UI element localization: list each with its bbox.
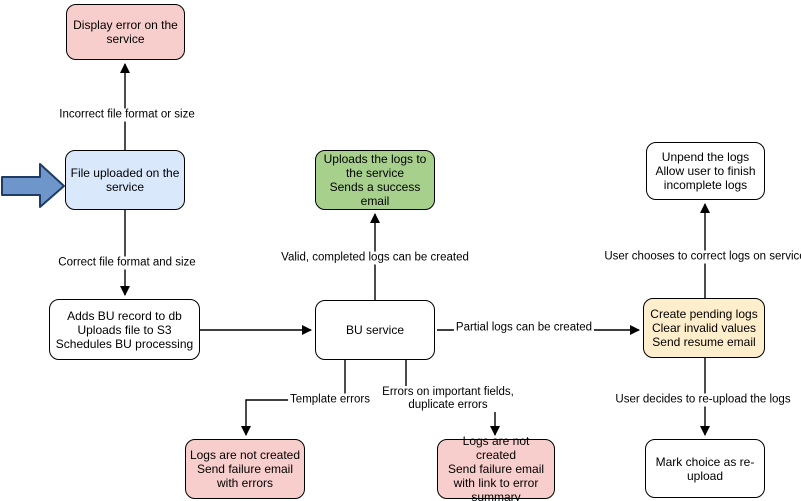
- flow-node-mark-reupload: Mark choice as re- upload: [645, 439, 765, 498]
- flow-node-unpend-logs: Unpend the logs Allow user to finish inc…: [646, 142, 765, 200]
- edge-label-correct-format: Correct file format and size: [56, 256, 198, 270]
- input-arrow-icon: [1, 163, 65, 208]
- edge-label-user-corrects: User chooses to correct logs on service: [602, 250, 801, 264]
- flow-node-display-error: Display error on the service: [66, 4, 185, 60]
- edge-label-user-reuploads: User decides to re-upload the logs: [613, 393, 793, 407]
- flow-node-create-pending-logs: Create pending logs Clear invalid values…: [643, 298, 765, 358]
- flow-node-logs-not-created-summary: Logs are not created Send failure email …: [437, 434, 555, 501]
- edge-label-valid-logs: Valid, completed logs can be created: [279, 251, 471, 265]
- flow-node-logs-not-created-errors: Logs are not created Send failure email …: [185, 439, 305, 499]
- flow-node-uploads-logs-success: Uploads the logs to the service Sends a …: [315, 150, 435, 210]
- edge-label-template-errors: Template errors: [288, 393, 372, 407]
- flow-node-adds-bu-record: Adds BU record to db Uploads file to S3 …: [49, 299, 200, 360]
- edge-label-incorrect-format: Incorrect file format or size: [57, 108, 197, 122]
- edge-label-partial-logs: Partial logs can be created: [453, 321, 595, 335]
- flow-node-file-uploaded: File uploaded on the service: [65, 150, 185, 210]
- flow-node-bu-service: BU service: [315, 300, 435, 360]
- edge-label-important-field-errors: Errors on important fields, duplicate er…: [380, 386, 516, 412]
